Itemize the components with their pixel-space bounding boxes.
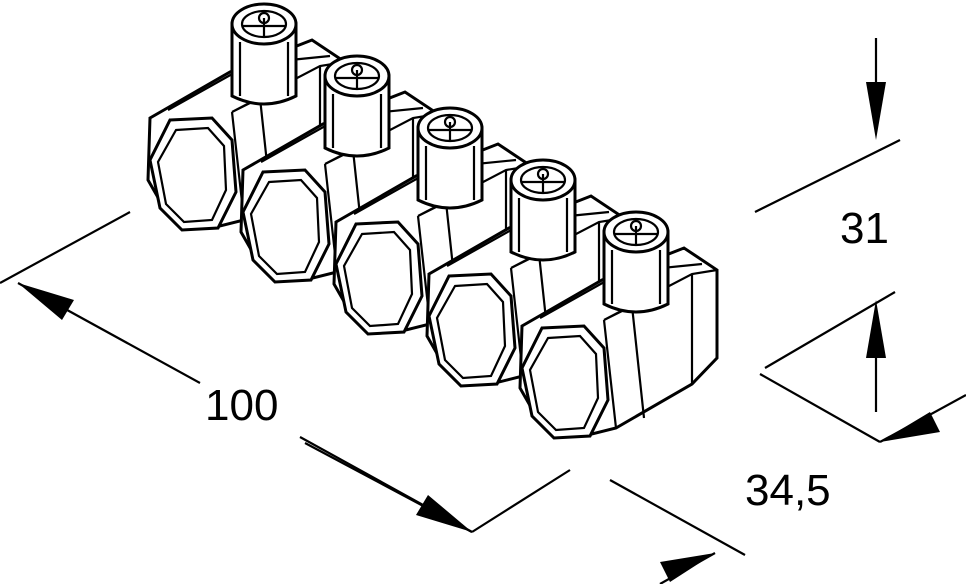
terminal-block [518,210,719,440]
length-label: 100 [205,381,278,430]
terminal-blocks [146,2,719,440]
wire-opening [427,272,517,388]
screw-housing [230,22,298,106]
wire-opening [241,168,331,284]
terminal-block [425,158,626,388]
screw-housing [323,74,391,158]
height-label: 31 [840,204,889,253]
screw-housing [602,230,670,314]
dimension-length: 100 [0,211,571,533]
screw-housing [416,126,484,210]
dimension-height: 31 [754,38,901,412]
wire-opening [520,324,610,440]
depth-label: 34,5 [745,466,831,515]
wire-opening [334,220,424,336]
dimension-depth: 34,5 [609,373,966,584]
wire-opening [148,116,238,232]
screw-housing [509,178,577,262]
